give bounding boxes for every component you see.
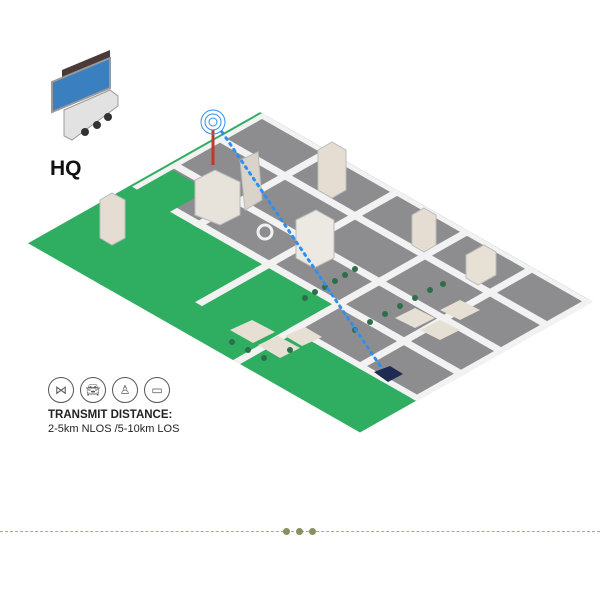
laptop-icon: ▭: [144, 377, 170, 403]
radio-tower-icon: [200, 109, 226, 165]
transmit-distance-value: 2-5km NLOS /5-10km LOS: [48, 423, 180, 435]
vehicle-icon: [374, 366, 403, 382]
car-icon: 🚘︎: [80, 377, 106, 403]
hq-control-room-icon: [51, 50, 119, 141]
soldier-icon: ♙: [112, 377, 138, 403]
network-icon: ⋈: [48, 377, 74, 403]
divider-dots: [283, 528, 316, 535]
trees: [229, 266, 446, 361]
hq-label: HQ: [50, 157, 82, 180]
capability-icons: ⋈ 🚘︎ ♙ ▭: [48, 377, 170, 403]
buildings: [99, 141, 497, 358]
transmit-distance-title: TRANSMIT DISTANCE:: [48, 409, 173, 421]
signal-path: [220, 130, 385, 372]
